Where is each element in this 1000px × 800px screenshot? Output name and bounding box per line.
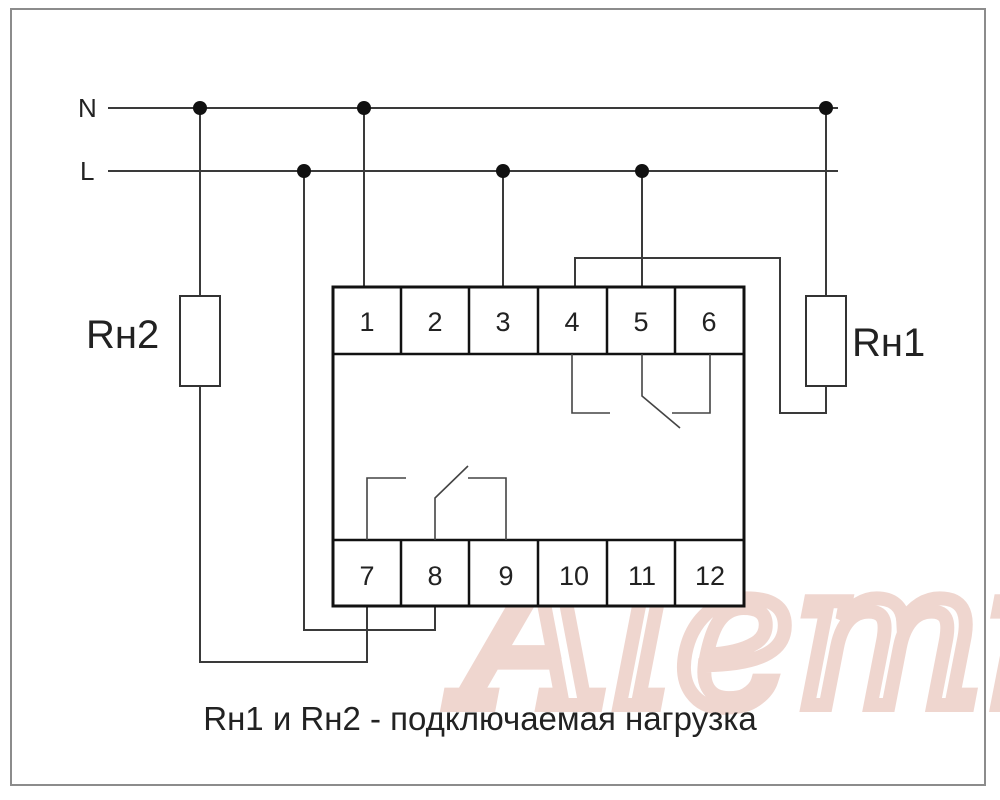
terminal-7: 7	[359, 561, 374, 591]
junction-node	[193, 101, 207, 115]
terminal-6: 6	[701, 307, 716, 337]
rh1-resistor	[805, 295, 847, 387]
terminal-9: 9	[498, 561, 513, 591]
junction-node	[297, 164, 311, 178]
contact-5-switch	[641, 354, 681, 429]
terminal-5: 5	[633, 307, 648, 337]
contact-6-wire	[672, 354, 711, 414]
contact-4-wire	[571, 354, 610, 414]
neutral-label: N	[78, 93, 97, 123]
terminal-2: 2	[427, 307, 442, 337]
junction-node	[635, 164, 649, 178]
rh2-label: Rн2	[86, 313, 159, 357]
terminal-10: 10	[559, 561, 589, 591]
terminal-1: 1	[359, 307, 374, 337]
rh1-branch-wire	[574, 108, 827, 414]
junction-node	[819, 101, 833, 115]
rh2-resistor	[179, 295, 221, 387]
terminal-12: 12	[695, 561, 725, 591]
l-to-terminal-8-wire	[303, 171, 436, 631]
terminal-4: 4	[564, 307, 579, 337]
contact-7-wire	[366, 477, 406, 540]
contact-8-switch	[434, 465, 469, 540]
terminal-11: 11	[628, 561, 656, 591]
terminal-3: 3	[495, 307, 510, 337]
rh1-label: Rн1	[852, 321, 925, 365]
rh2-branch-wire	[199, 108, 368, 663]
contact-9-wire	[468, 477, 507, 540]
diagram-caption: Rн1 и Rн2 - подключаемая нагрузка	[203, 700, 757, 737]
junction-node	[357, 101, 371, 115]
junction-node	[496, 164, 510, 178]
line-label: L	[80, 156, 94, 186]
terminal-8: 8	[427, 561, 442, 591]
